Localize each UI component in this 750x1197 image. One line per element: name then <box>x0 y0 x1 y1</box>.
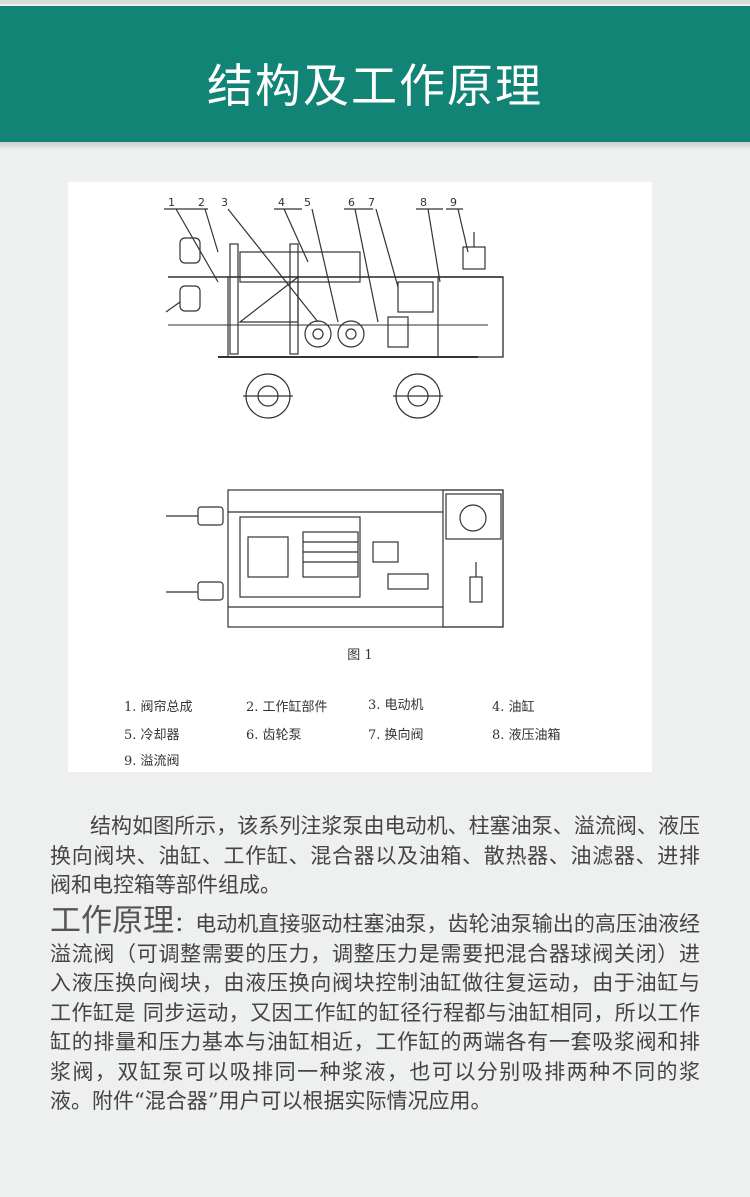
legend-item: 6. 齿轮泵 <box>246 728 302 743</box>
legend-item: 9. 溢流阀 <box>124 754 180 769</box>
legend-item: 8. 液压油箱 <box>492 728 561 743</box>
legend-item: 2. 工作缸部件 <box>246 700 328 715</box>
legend-item: 1. 阀帘总成 <box>124 700 193 715</box>
callout-4: 4 <box>278 196 285 209</box>
principle-heading: 工作原理 <box>50 903 175 939</box>
legend-item: 4. 油缸 <box>492 700 535 715</box>
callout-7: 7 <box>368 196 375 209</box>
callout-6: 6 <box>348 196 355 209</box>
callout-9: 9 <box>450 196 457 209</box>
principle-paragraph: 工作原理：电动机直接驱动柱塞油泵，齿轮油泵输出的高压油液经溢流阀（可调整需要的压… <box>50 906 701 1117</box>
callout-2: 2 <box>198 196 205 209</box>
structure-diagram: 1 2 3 4 5 6 7 8 9 <box>68 182 652 772</box>
top-strip <box>0 0 750 4</box>
page-title: 结构及工作原理 <box>207 59 543 113</box>
legend-item: 3. 电动机 <box>368 698 424 713</box>
callout-3: 3 <box>221 196 228 209</box>
page-header: 结构及工作原理 <box>0 6 750 142</box>
legend-item: 5. 冷却器 <box>124 728 180 743</box>
callout-8: 8 <box>420 196 427 209</box>
structure-paragraph: 结构如图所示，该系列注浆泵由电动机、柱塞油泵、溢流阀、液压换向阀块、油缸、工作缸… <box>50 814 700 897</box>
diagram-drawing: 1 2 3 4 5 6 7 8 9 <box>164 196 504 628</box>
legend-item: 7. 换向阀 <box>368 728 424 743</box>
callout-5: 5 <box>304 196 311 209</box>
principle-colon: ： <box>174 912 196 936</box>
figure-caption: 图 1 <box>347 648 373 663</box>
callout-1: 1 <box>168 196 175 209</box>
header-shadow <box>0 142 750 150</box>
principle-body: 电动机直接驱动柱塞油泵，齿轮油泵输出的高压油液经溢流阀（可调整需要的压力，调整压… <box>50 912 701 1113</box>
